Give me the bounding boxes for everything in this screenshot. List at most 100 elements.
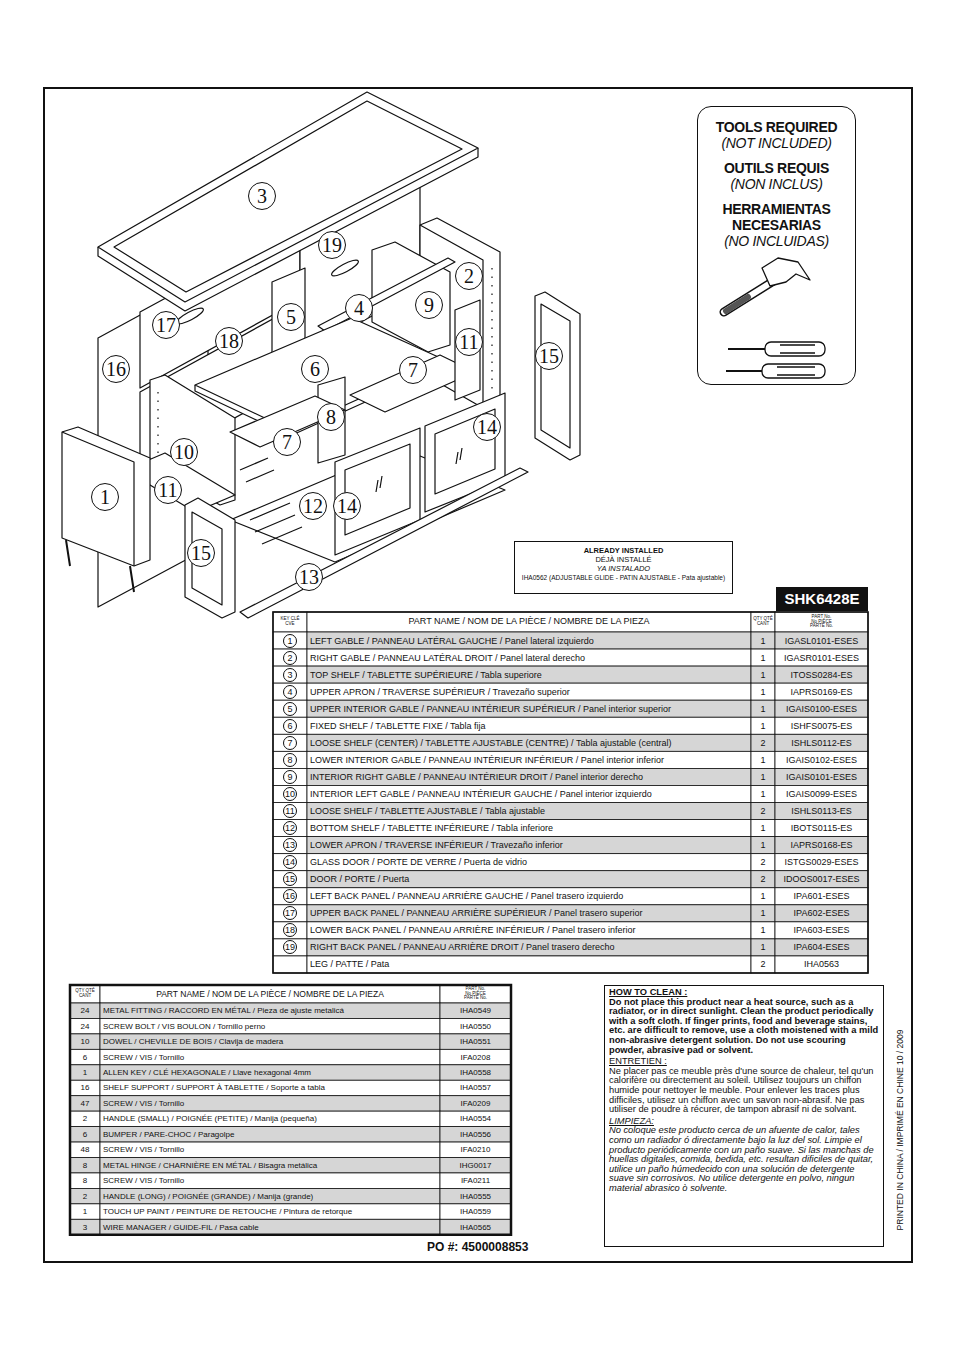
table-cell [70, 1173, 100, 1188]
table-cell [440, 1188, 511, 1203]
table-cell [70, 1158, 100, 1173]
table-cell [273, 905, 307, 922]
table-cell [273, 837, 307, 854]
part-name: LOWER INTERIOR GABLE / PANNEAU INTÉRIEUR… [310, 751, 748, 768]
table-cell [751, 837, 775, 854]
quantity: 2 [73, 1188, 97, 1203]
callout-number: 16 [102, 355, 130, 383]
callout-number: 1 [91, 483, 119, 511]
tools-text: (NOT INCLUDED) [698, 135, 855, 151]
table-cell [273, 956, 307, 973]
quantity: 8 [73, 1158, 97, 1173]
part-name: LEFT BACK PANEL / PANNEAU ARRIÈRE GAUCHE… [310, 888, 748, 905]
table-cell [273, 734, 307, 751]
installed-text: YA INSTALADO [521, 564, 726, 573]
callout-number: 7 [273, 428, 301, 456]
table-cell [440, 1158, 511, 1173]
table-cell [273, 854, 307, 871]
table-cell [307, 666, 751, 683]
table-cell [775, 649, 868, 666]
table-cell [440, 985, 511, 1003]
quantity: 1 [754, 837, 772, 854]
quantity: 47 [73, 1096, 97, 1111]
table-cell [775, 734, 868, 751]
tools-text: OUTILS REQUIS [698, 160, 855, 176]
part-number: IGASL0101-ESES [778, 632, 865, 649]
table-cell [70, 1034, 100, 1049]
callout-number: 11 [154, 476, 182, 504]
table-cell [775, 939, 868, 956]
table-cell [440, 1127, 511, 1142]
table-cell [775, 666, 868, 683]
table-cell [100, 1049, 440, 1064]
part-name: TOP SHELF / TABLETTE SUPÉRIEURE / Tabla … [310, 666, 748, 683]
table-cell [100, 1034, 440, 1049]
table-cell [100, 1219, 440, 1234]
table-cell [70, 1049, 100, 1064]
table-cell [751, 751, 775, 768]
table-cell [307, 854, 751, 871]
quantity: 1 [754, 700, 772, 717]
key-number: 8 [283, 753, 297, 767]
installed-note: ALREADY INSTALLEDDÉJÀ INSTALLÉYA INSTALA… [514, 541, 733, 594]
part-name: INTERIOR RIGHT GABLE / PANNEAU INTÉRIEUR… [310, 768, 748, 785]
table-cell [70, 1188, 100, 1203]
table-cell [100, 1158, 440, 1173]
table-cell [307, 871, 751, 888]
part-number: IHA0563 [778, 956, 865, 973]
table-cell [273, 871, 307, 888]
table-cell [70, 985, 100, 1003]
table-header: KEY CLÉ CVE [278, 612, 302, 632]
table-cell [70, 1204, 100, 1219]
care-text: LIMPIEZA: [609, 1117, 879, 1127]
table-cell [100, 1096, 440, 1111]
part-name: ALLEN KEY / CLÉ HEXAGONALE / Llave hexag… [103, 1065, 437, 1080]
table-cell [775, 612, 868, 632]
table-cell [307, 922, 751, 939]
table-cell [307, 751, 751, 768]
key-number: 14 [283, 855, 297, 869]
key-number: 16 [283, 889, 297, 903]
part-number: IPA603-ESES [778, 922, 865, 939]
table-cell [307, 612, 751, 632]
key-number: 17 [283, 906, 297, 920]
part-name: LOOSE SHELF (CENTER) / TABLETTE AJUSTABL… [310, 734, 748, 751]
table-cell [751, 939, 775, 956]
table-cell [273, 717, 307, 734]
glass-reflection [376, 448, 462, 492]
table-cell [440, 1003, 511, 1018]
table-cell [307, 649, 751, 666]
table-cell [307, 820, 751, 837]
table-header: PART No. No PIÈCE PARTE No. [810, 612, 834, 632]
part-name: LEFT GABLE / PANNEAU LATÉRAL GAUCHE / Pa… [310, 632, 748, 649]
tools-box: TOOLS REQUIRED(NOT INCLUDED)OUTILS REQUI… [697, 106, 856, 385]
lower-apron [240, 468, 528, 618]
table-cell [273, 683, 307, 700]
quantity: 3 [73, 1219, 97, 1234]
quantity: 2 [754, 803, 772, 820]
callout-number: 13 [295, 563, 323, 591]
part-number: IHG0017 [443, 1158, 508, 1173]
table-cell [775, 956, 868, 973]
table-cell [751, 612, 775, 632]
table-cell [751, 734, 775, 751]
table-cell [751, 956, 775, 973]
part-number: IHA0556 [443, 1127, 508, 1142]
table-cell [775, 785, 868, 802]
quantity: 2 [754, 956, 772, 973]
table-cell [273, 632, 307, 649]
quantity: 1 [754, 717, 772, 734]
table-cell [100, 1018, 440, 1033]
table-cell [70, 1080, 100, 1095]
callout-number: 10 [170, 438, 198, 466]
callout-number: 9 [415, 291, 443, 319]
table-cell [273, 649, 307, 666]
part-name: LOOSE SHELF / TABLETTE AJUSTABLE / Tabla… [310, 803, 748, 820]
quantity: 2 [754, 871, 772, 888]
table-cell [775, 820, 868, 837]
table-cell [273, 700, 307, 717]
table-cell [775, 751, 868, 768]
table-cell [751, 666, 775, 683]
table-cell [751, 820, 775, 837]
